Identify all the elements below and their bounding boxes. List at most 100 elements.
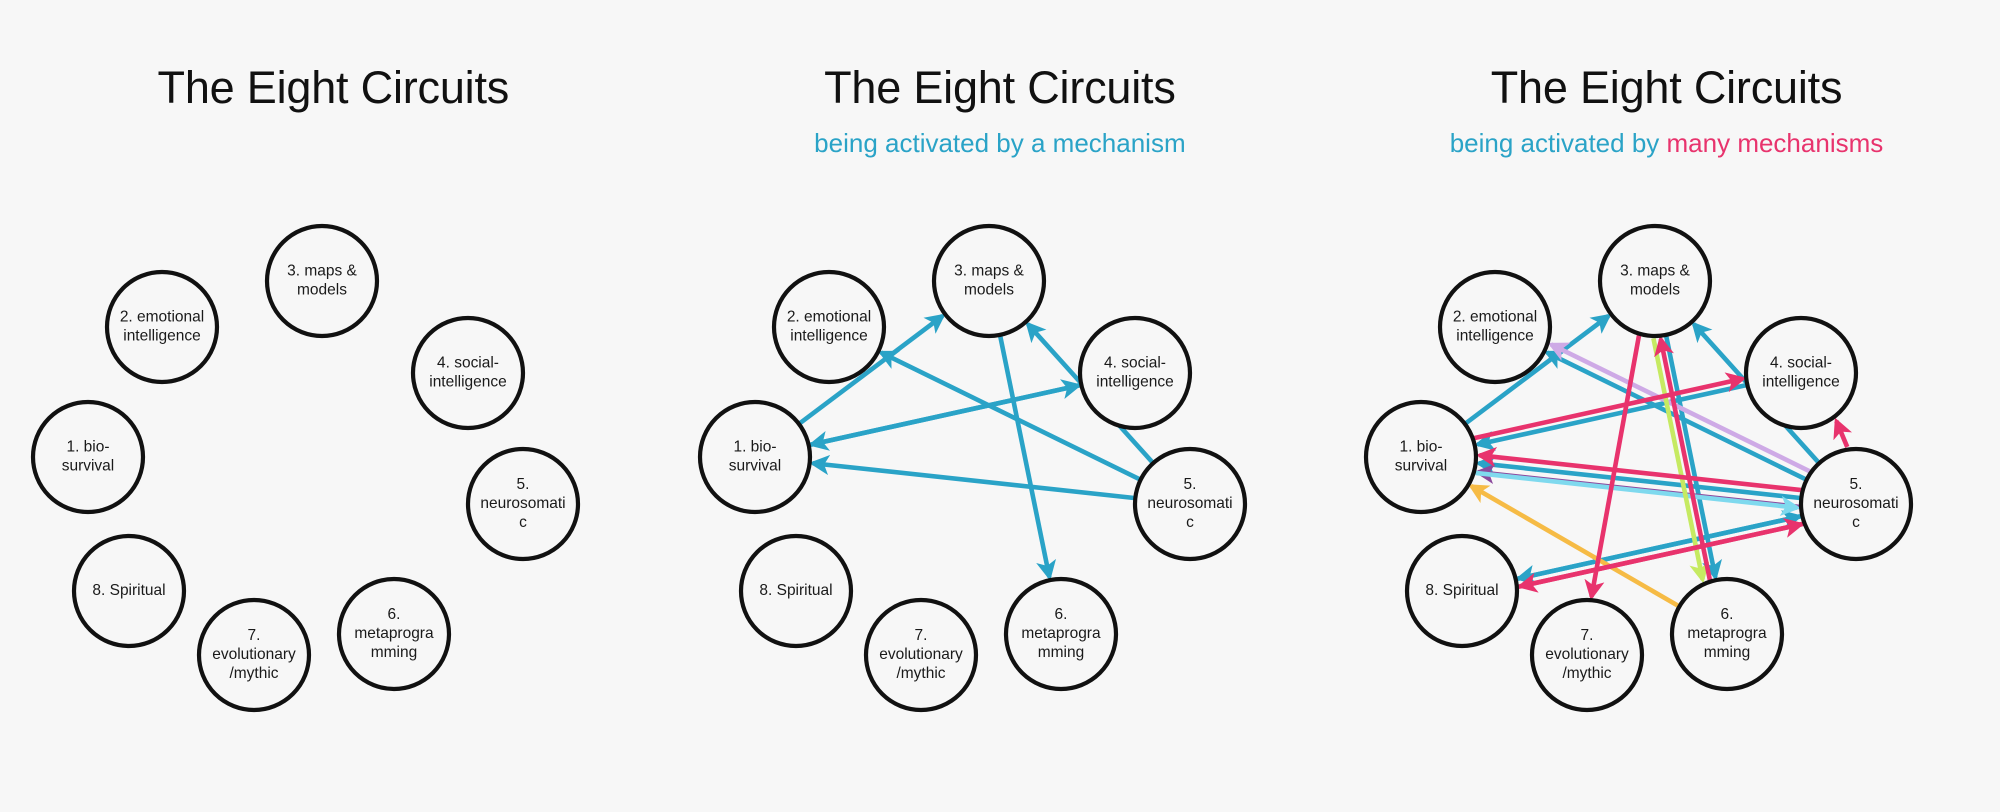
- node-circle-emotional-intelligence: [1438, 269, 1553, 385]
- node-circle-emotional-intelligence: [771, 269, 886, 385]
- node-label-evolutionary-mythic: 7.evolutionary/mythic: [212, 627, 296, 682]
- node-label-line: c: [519, 514, 527, 531]
- node-metaprogramming[interactable]: 6. metaprogra mming: [1003, 576, 1118, 692]
- edge-maps-models-to-metaprogramming: [997, 335, 1056, 581]
- node-circle-social-intelligence: [410, 315, 526, 431]
- node-label-line: mming: [1037, 644, 1083, 661]
- node-label-line: metaprogra: [1021, 625, 1101, 642]
- node-evolutionary-mythic[interactable]: 7.evolutionary/mythic: [1530, 597, 1645, 713]
- edge-bio-survival-to-maps-models: [1464, 313, 1612, 426]
- node-emotional-intelligence[interactable]: 2. emotional intelligence: [771, 269, 886, 385]
- node-label-line: 4. social-: [437, 355, 499, 372]
- node-label-metaprogramming: 6. metaprogra mming: [1021, 606, 1101, 661]
- node-label-line: intelligence: [1096, 374, 1173, 391]
- node-spiritual[interactable]: 8. Spiritual: [738, 533, 853, 649]
- edge-neurosomatic-to-bio-survival: [1475, 454, 1801, 501]
- edge-layer: [1464, 313, 1853, 608]
- node-label-line: 4. social-: [1104, 355, 1166, 372]
- node-label-line: models: [297, 282, 347, 299]
- node-label-line: intelligence: [123, 328, 200, 345]
- node-label-line: 8. Spiritual: [92, 582, 165, 599]
- node-label-line: 1. bio-: [66, 439, 109, 456]
- node-circle-emotional-intelligence: [104, 269, 220, 385]
- node-label-line: intelligence: [429, 374, 506, 391]
- node-circle-evolutionary-mythic: [1530, 597, 1645, 713]
- edge-neurosomatic-to-emotional-intelligence: [1547, 342, 1811, 474]
- node-label-social-intelligence: 4. social-intelligence: [1762, 355, 1839, 391]
- node-social-intelligence[interactable]: 4. social-intelligence: [1077, 315, 1192, 431]
- node-circle-neurosomatic: [1132, 446, 1247, 562]
- edge-social-intelligence-to-bio-survival: [1474, 382, 1748, 451]
- node-maps-models[interactable]: 3. maps &models: [264, 223, 380, 339]
- node-label-line: models: [1630, 282, 1680, 299]
- edge-metaprogramming-to-maps-models: [1654, 335, 1713, 581]
- node-label-line: intelligence: [790, 328, 867, 345]
- node-label-bio-survival: 1. bio-survival: [62, 439, 115, 475]
- node-circle-spiritual: [738, 533, 853, 649]
- node-label-evolutionary-mythic: 7.evolutionary/mythic: [1545, 627, 1629, 682]
- node-label-line: 6.: [1054, 606, 1067, 623]
- node-circle-maps-models: [931, 223, 1046, 339]
- node-social-intelligence[interactable]: 4. social-intelligence: [410, 315, 526, 431]
- node-label-line: 5.: [517, 476, 530, 493]
- node-label-line: 5.: [1183, 476, 1196, 493]
- node-label-line: 8. Spiritual: [759, 582, 832, 599]
- node-circle-neurosomatic: [465, 446, 581, 562]
- node-bio-survival[interactable]: 1. bio-survival: [30, 399, 146, 515]
- node-evolutionary-mythic[interactable]: 7.evolutionary/mythic: [196, 597, 312, 713]
- node-label-line: 6.: [1721, 606, 1734, 623]
- edge-bio-survival-to-social-intelligence: [1473, 372, 1747, 441]
- node-label-bio-survival: 1. bio-survival: [1395, 439, 1448, 475]
- edge-maps-models-to-evolutionary-mythic: [1584, 334, 1642, 601]
- node-bio-survival[interactable]: 1. bio-survival: [697, 399, 812, 515]
- node-label-line: 7.: [1581, 627, 1594, 644]
- node-maps-models[interactable]: 3. maps &models: [931, 223, 1046, 339]
- node-label-line: /mythic: [896, 665, 945, 682]
- node-label-line: 4. social-: [1770, 355, 1832, 372]
- node-social-intelligence[interactable]: 4. social-intelligence: [1744, 315, 1859, 431]
- node-label-line: survival: [62, 458, 115, 475]
- node-circle-maps-models: [264, 223, 380, 339]
- node-label-line: 2. emotional: [1453, 309, 1537, 326]
- node-label-line: evolutionary: [212, 646, 296, 663]
- node-label-line: 3. maps &: [954, 263, 1024, 280]
- node-label-line: /mythic: [1563, 665, 1612, 682]
- node-maps-models[interactable]: 3. maps &models: [1598, 223, 1713, 339]
- node-spiritual[interactable]: 8. Spiritual: [71, 533, 187, 649]
- node-label-spiritual: 8. Spiritual: [92, 582, 165, 599]
- node-circle-social-intelligence: [1077, 315, 1192, 431]
- node-label-social-intelligence: 4. social-intelligence: [1096, 355, 1173, 391]
- node-label-line: survival: [728, 458, 781, 475]
- edge-spiritual-to-neurosomatic: [1516, 510, 1804, 582]
- node-label-line: 2. emotional: [786, 309, 870, 326]
- node-label-social-intelligence: 4. social-intelligence: [429, 355, 506, 391]
- node-label-line: neurosomati: [1814, 495, 1899, 512]
- circuit-diagram: 1. bio-survival 2. emotional intelligence 3…: [697, 223, 1247, 713]
- node-label-line: neurosomati: [1147, 495, 1232, 512]
- node-spiritual[interactable]: 8. Spiritual: [1405, 533, 1520, 649]
- node-circle-evolutionary-mythic: [863, 597, 978, 713]
- node-evolutionary-mythic[interactable]: 7.evolutionary/mythic: [863, 597, 978, 713]
- edge-metaprogramming-to-bio-survival: [1468, 484, 1680, 608]
- node-bio-survival[interactable]: 1. bio-survival: [1364, 399, 1479, 515]
- node-circle-metaprogramming: [1003, 576, 1118, 692]
- edge-bio-survival-to-neurosomatic: [1475, 470, 1802, 516]
- node-circle-spiritual: [71, 533, 187, 649]
- node-label-line: c: [1852, 514, 1860, 531]
- node-circle-bio-survival: [697, 399, 812, 515]
- node-label-spiritual: 8. Spiritual: [759, 582, 832, 599]
